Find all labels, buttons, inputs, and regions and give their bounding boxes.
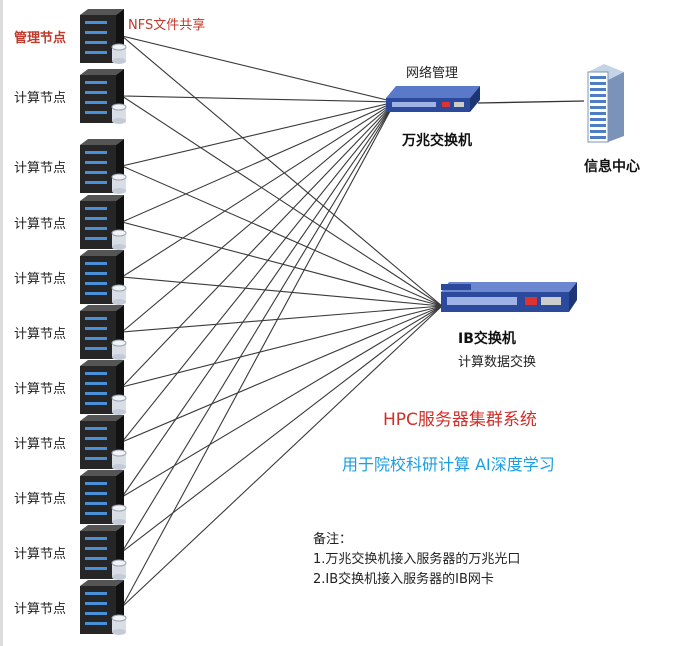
- server-icon: [80, 580, 127, 635]
- server-icon: [80, 69, 127, 124]
- ethernet-link: [121, 101, 396, 167]
- ethernet-switch-name: 万兆交换机: [402, 133, 472, 149]
- compute-node-label: 计算节点: [14, 382, 67, 397]
- ethernet-link: [121, 101, 396, 223]
- server-icon: [80, 305, 127, 360]
- diagram-subtitle: 用于院校科研计算 AI深度学习: [342, 455, 555, 474]
- server-icon: [80, 525, 127, 580]
- network-management-label: 网络管理: [406, 66, 459, 81]
- ib-link: [121, 35, 443, 307]
- compute-node-label: 计算节点: [14, 161, 67, 176]
- ib-link: [121, 276, 443, 307]
- ethernet-link: [121, 95, 396, 103]
- notes-item: 2.IB交换机接入服务器的IB网卡: [313, 572, 494, 587]
- ib-switch-sub-label: 计算数据交换: [458, 355, 537, 370]
- links: [121, 35, 443, 608]
- left-edge-bar: [0, 0, 3, 646]
- compute-node-label: 计算节点: [14, 272, 67, 287]
- ib-link: [121, 305, 443, 333]
- compute-node-label: 计算节点: [14, 492, 67, 507]
- ib-link: [121, 305, 443, 608]
- server-icon: [80, 470, 127, 525]
- ethernet-switch-icon: [386, 86, 480, 112]
- ib-link: [121, 221, 443, 307]
- compute-node-label: 计算节点: [14, 327, 67, 342]
- management-node-label: 管理节点: [14, 31, 67, 46]
- ethernet-link: [121, 101, 396, 498]
- compute-node-label: 计算节点: [14, 437, 67, 452]
- servers: [80, 9, 127, 635]
- ib-link: [121, 305, 443, 553]
- notes-block: 备注： 1.万兆交换机接入服务器的万兆光口 2.IB交换机接入服务器的IB网卡: [313, 530, 520, 590]
- ib-link: [121, 95, 443, 307]
- compute-node-label: 计算节点: [14, 91, 67, 106]
- server-icon: [80, 139, 127, 194]
- ib-switch-name: IB交换机: [458, 331, 516, 347]
- info-center-name: 信息中心: [584, 159, 640, 175]
- ib-switch-icon: [441, 282, 577, 312]
- info-center-building-icon: [587, 64, 624, 143]
- ib-link: [121, 305, 443, 498]
- nfs-label: NFS文件共享: [128, 18, 206, 33]
- notes-heading: 备注：: [313, 532, 353, 547]
- ethernet-link: [121, 101, 396, 388]
- ethernet-link: [121, 101, 396, 443]
- server-icon: [80, 360, 127, 415]
- ethernet-link: [121, 101, 396, 278]
- notes-item: 1.万兆交换机接入服务器的万兆光口: [313, 552, 521, 567]
- server-icon: [80, 250, 127, 305]
- compute-node-label: 计算节点: [14, 547, 67, 562]
- ethernet-link: [121, 101, 396, 333]
- ethernet-link: [121, 101, 396, 608]
- server-icon: [80, 195, 127, 250]
- diagram-title: HPC服务器集群系统: [383, 410, 537, 430]
- ethernet-link: [121, 101, 396, 553]
- compute-node-label: 计算节点: [14, 217, 67, 232]
- compute-node-label: 计算节点: [14, 602, 67, 617]
- server-icon: [80, 9, 127, 64]
- ib-link: [121, 165, 443, 307]
- ib-link: [121, 305, 443, 388]
- uplink-to-info-center: [477, 100, 585, 104]
- ethernet-link: [121, 35, 396, 103]
- server-icon: [80, 415, 127, 470]
